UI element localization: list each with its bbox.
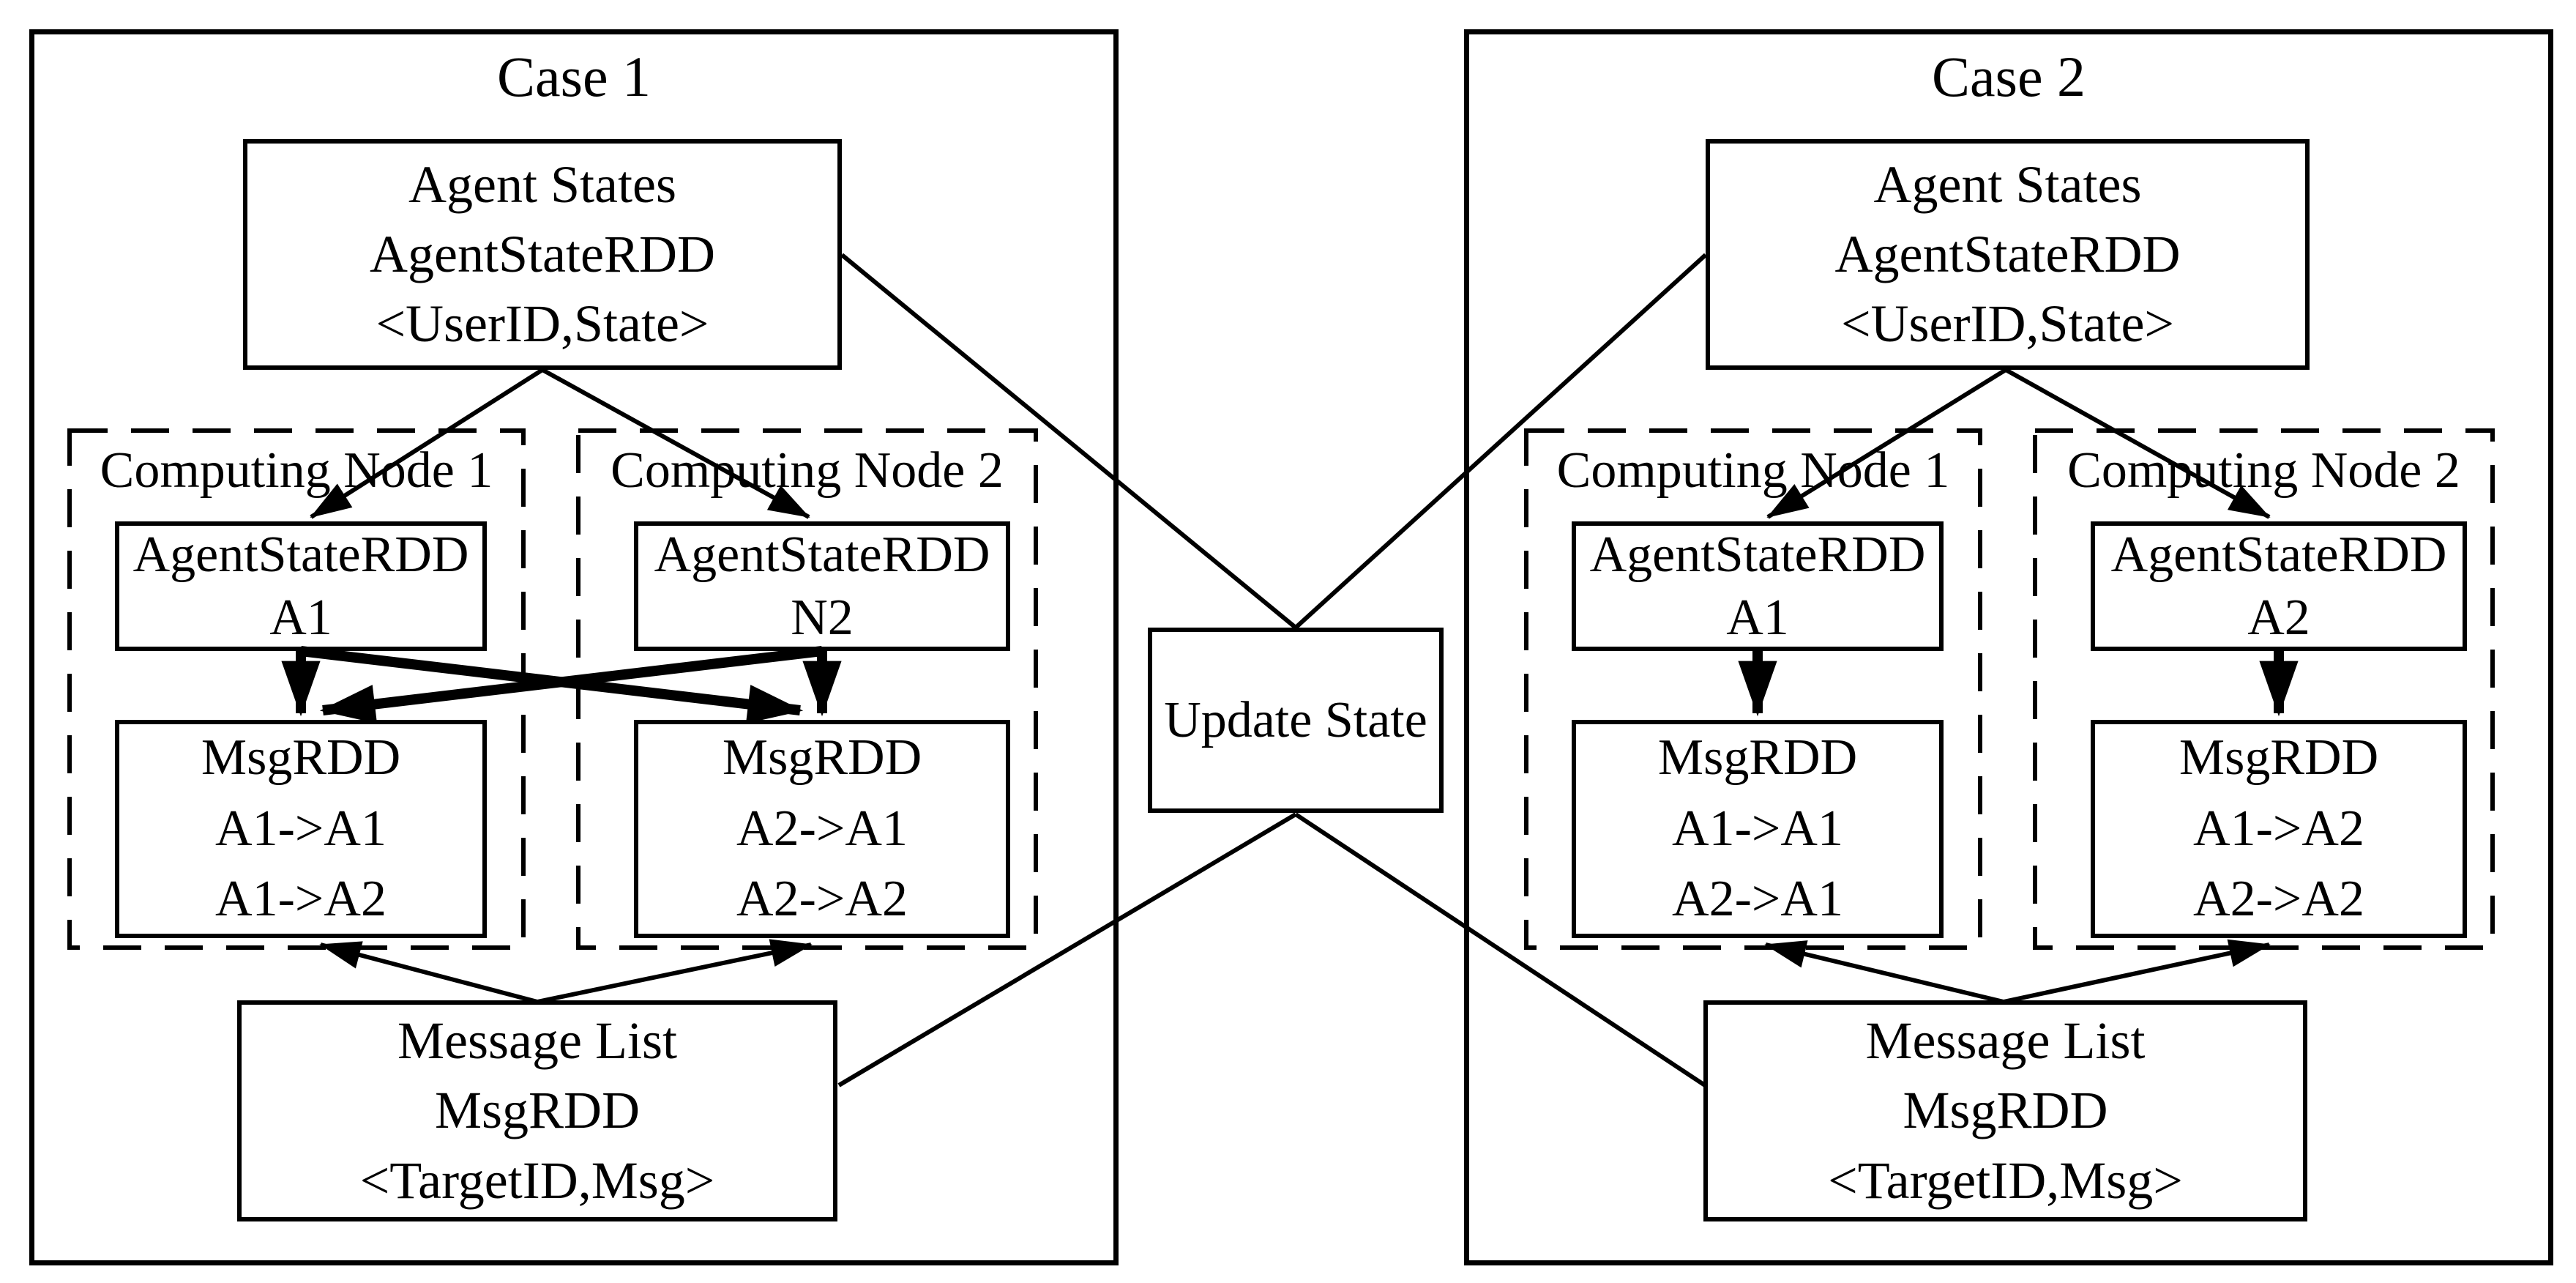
case2-node1-agentstaterdd-box: AgentStateRDD A1: [1572, 521, 1944, 651]
msgrdd-line: MsgRDD: [1657, 729, 1858, 786]
msgrdd-line: MsgRDD: [722, 729, 922, 786]
msgrdd-line: A1->A2: [215, 871, 387, 928]
message-list-line: Message List: [1865, 1011, 2146, 1071]
case1-node1-label: Computing Node 1: [100, 442, 493, 499]
msgrdd-line: A2->A2: [736, 871, 908, 928]
message-list-line: Message List: [397, 1011, 677, 1071]
update-state-label: Update State: [1164, 691, 1427, 748]
case2-node2-label: Computing Node 2: [2067, 442, 2460, 499]
case1-title: Case 1: [496, 45, 652, 108]
agent-states-line: AgentStateRDD: [370, 224, 715, 283]
msgrdd-line: MsgRDD: [2179, 729, 2379, 786]
case1-border: [29, 29, 1119, 1265]
agentstaterdd-line: AgentStateRDD: [2110, 527, 2447, 584]
agentstaterdd-line: A1: [1726, 589, 1789, 646]
message-list-line: <TargetID,Msg>: [359, 1150, 715, 1210]
msgrdd-line: MsgRDD: [201, 729, 401, 786]
case2-node2-agentstaterdd-box: AgentStateRDD A2: [2091, 521, 2467, 651]
msgrdd-line: A2->A1: [1672, 871, 1843, 928]
agentstaterdd-line: A2: [2247, 589, 2310, 646]
agentstaterdd-line: AgentStateRDD: [1589, 527, 1926, 584]
update-state-box: Update State: [1148, 628, 1444, 813]
msgrdd-line: A1->A2: [2193, 800, 2364, 857]
case1-node2-msgrdd-box: MsgRDD A2->A1 A2->A2: [634, 720, 1010, 938]
case1-node1-msgrdd-box: MsgRDD A1->A1 A1->A2: [115, 720, 487, 938]
case2-message-list-box: Message List MsgRDD <TargetID,Msg>: [1703, 1000, 2307, 1221]
msgrdd-line: A2->A1: [736, 800, 908, 857]
case1-message-list-box: Message List MsgRDD <TargetID,Msg>: [237, 1000, 837, 1221]
msgrdd-line: A2->A2: [2193, 871, 2364, 928]
agent-states-line: AgentStateRDD: [1834, 224, 2181, 283]
case1-node1-agentstaterdd-box: AgentStateRDD A1: [115, 521, 487, 651]
agent-states-line: Agent States: [1873, 155, 2142, 214]
case1-node2-agentstaterdd-box: AgentStateRDD N2: [634, 521, 1010, 651]
agentstaterdd-line: A1: [269, 589, 332, 646]
case2-title: Case 2: [1931, 45, 2086, 108]
case2-agent-states-box: Agent States AgentStateRDD <UserID,State…: [1706, 139, 2310, 370]
agent-states-line: Agent States: [408, 155, 676, 214]
agentstaterdd-line: N2: [791, 589, 854, 646]
case2-node2-msgrdd-box: MsgRDD A1->A2 A2->A2: [2091, 720, 2467, 938]
agentstaterdd-line: AgentStateRDD: [654, 527, 990, 584]
case1-agent-states-box: Agent States AgentStateRDD <UserID,State…: [243, 139, 842, 370]
agent-states-line: <UserID,State>: [376, 294, 709, 354]
case2-node1-label: Computing Node 1: [1556, 442, 1950, 499]
case2-border: [1464, 29, 2553, 1265]
msgrdd-line: A1->A1: [1672, 800, 1843, 857]
case2-node1-msgrdd-box: MsgRDD A1->A1 A2->A1: [1572, 720, 1944, 938]
message-list-line: MsgRDD: [434, 1081, 641, 1140]
agentstaterdd-line: AgentStateRDD: [132, 527, 469, 584]
message-list-line: MsgRDD: [1903, 1081, 2108, 1140]
agent-states-line: <UserID,State>: [1840, 294, 2175, 354]
message-list-line: <TargetID,Msg>: [1828, 1150, 2183, 1210]
case1-node2-label: Computing Node 2: [611, 442, 1004, 499]
msgrdd-line: A1->A1: [215, 800, 387, 857]
